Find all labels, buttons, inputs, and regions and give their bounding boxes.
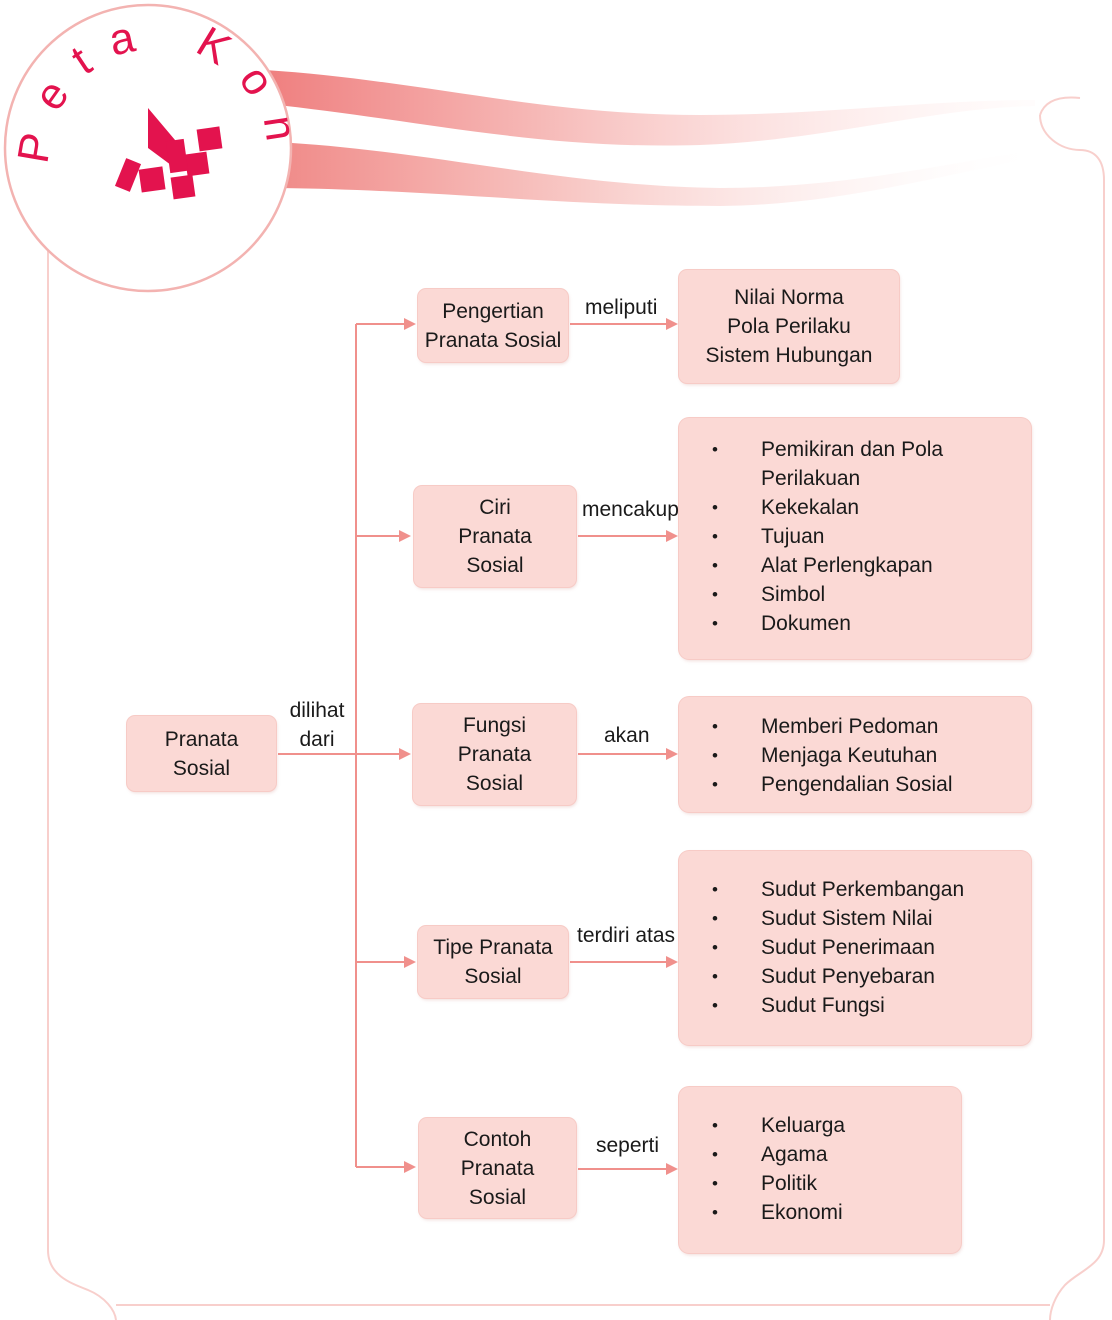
items-box-ciri: Pemikiran dan Pola Perilakuan Kekekalan … <box>679 418 1031 659</box>
list-item: Sudut Penerimaan <box>679 933 1031 962</box>
item: Sistem Hubungan <box>705 344 873 367</box>
root-edge-label-line-2: dari <box>299 728 335 751</box>
list-item: Menjaga Keutuhan <box>679 741 1031 770</box>
item: Pola Perilaku <box>727 315 851 338</box>
topic-label-line: Tipe Pranata <box>433 936 553 959</box>
items-list-ciri: Pemikiran dan Pola Perilakuan Kekekalan … <box>679 435 1031 638</box>
list-item: Pemikiran dan Pola <box>679 435 1031 464</box>
topic-label-line: Fungsi <box>462 714 527 737</box>
topic-label-line: Sosial <box>466 554 524 577</box>
header-ribbons <box>265 70 1035 206</box>
relation-label-seperti: seperti <box>596 1134 660 1157</box>
list-item: Sudut Sistem Nilai <box>679 904 1031 933</box>
list-item: Sudut Penyebaran <box>679 962 1031 991</box>
items-box-tipe: Sudut Perkembangan Sudut Sistem Nilai Su… <box>679 851 1031 1045</box>
item: Nilai Norma <box>734 286 844 309</box>
topic-label-line: Contoh <box>463 1127 532 1151</box>
root-label-line-2: Sosial <box>172 756 231 780</box>
topic-label-line: Pranata Sosial <box>424 328 562 352</box>
title-badge <box>3 3 293 293</box>
topic-node-fungsi: Fungsi Pranata Sosial <box>413 704 576 805</box>
list-item-continuation: Perilakuan <box>761 467 861 490</box>
items-list-fungsi: Memberi Pedoman Menjaga Keutuhan Pengend… <box>679 712 1031 799</box>
list-item: Dokumen <box>679 609 1031 638</box>
page-frame <box>47 96 1105 1320</box>
list-item: Kekekalan <box>679 493 1031 522</box>
connectors <box>278 318 678 1175</box>
items-box-fungsi: Memberi Pedoman Menjaga Keutuhan Pengend… <box>679 697 1031 812</box>
list-item: Sudut Fungsi <box>679 991 1031 1020</box>
items-list-contoh: Keluarga Agama Politik Ekonomi <box>679 1111 961 1227</box>
list-item: Tujuan <box>679 522 1031 551</box>
root-edge-label-line-1: dilihat <box>289 699 345 722</box>
topic-label-line: Ciri <box>479 496 511 519</box>
list-item: Sudut Perkembangan <box>679 875 1031 904</box>
topic-label-line: Sosial <box>465 772 524 795</box>
list-item: Ekonomi <box>679 1198 961 1227</box>
list-item: Alat Perlengkapan <box>679 551 1031 580</box>
items-box-pengertian: Nilai Norma Pola Perilaku Sistem Hubunga… <box>679 270 899 383</box>
topic-node-pengertian: Pengertian Pranata Sosial <box>418 289 568 362</box>
topic-label-line: Pranata <box>460 1156 535 1180</box>
topic-label-line: Pranata <box>457 743 532 766</box>
root-edge-label: dilihat dari <box>286 696 348 754</box>
relation-label-akan: akan <box>604 724 650 747</box>
topic-label-line: Pranata <box>458 525 532 548</box>
topic-node-tipe: Tipe Pranata Sosial <box>418 926 568 998</box>
topic-label-line: Sosial <box>464 965 522 988</box>
topic-label-line: Pengertian <box>442 299 544 323</box>
list-item: Simbol <box>679 580 1031 609</box>
relation-label-meliputi: meliputi <box>585 296 658 319</box>
relation-label-mencakup: mencakup <box>582 498 679 521</box>
badge-logo <box>114 108 223 200</box>
list-item: Keluarga <box>679 1111 961 1140</box>
items-box-contoh: Keluarga Agama Politik Ekonomi <box>679 1087 961 1253</box>
topic-label-line: Sosial <box>468 1185 527 1209</box>
list-item: Pengendalian Sosial <box>679 770 1031 799</box>
items-list-tipe: Sudut Perkembangan Sudut Sistem Nilai Su… <box>679 875 1031 1020</box>
topic-node-contoh: Contoh Pranata Sosial <box>419 1118 576 1218</box>
root-label-line-1: Pranata <box>164 727 239 751</box>
list-item: Politik <box>679 1169 961 1198</box>
root-node: Pranata Sosial <box>127 716 276 791</box>
list-item: Memberi Pedoman <box>679 712 1031 741</box>
list-item: Agama <box>679 1140 961 1169</box>
topic-node-ciri: Ciri Pranata Sosial <box>414 486 576 587</box>
relation-label-terdiri-atas: terdiri atas <box>577 924 676 947</box>
